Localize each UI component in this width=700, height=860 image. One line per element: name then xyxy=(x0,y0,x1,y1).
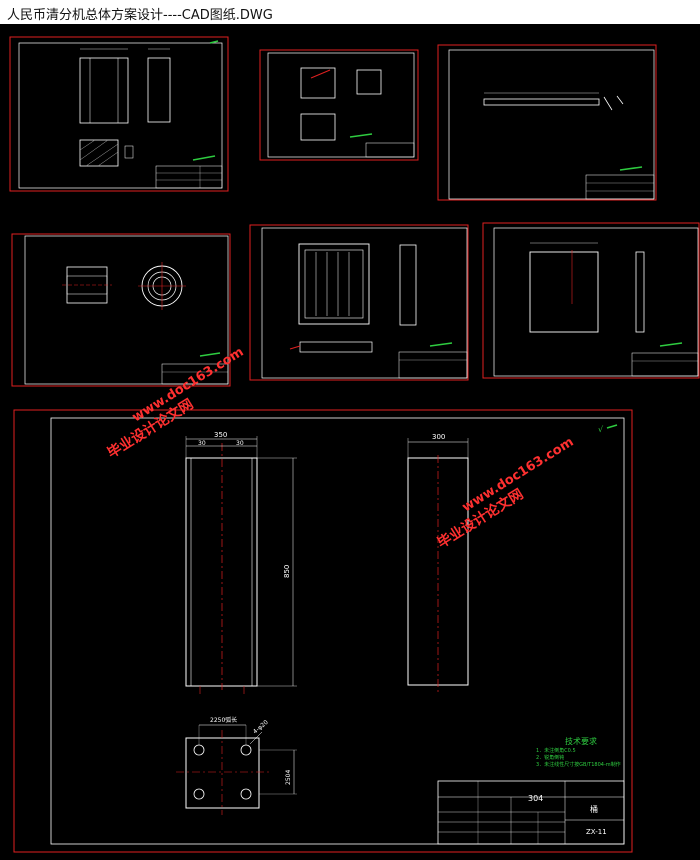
tech-req-item-2: 2．锐角倒钝 xyxy=(536,754,564,761)
cad-drawing-svg: 350 30 30 850 300 xyxy=(9,36,700,853)
title-drawing-no: ZX-11 xyxy=(586,828,607,836)
title-part-name: 桶 xyxy=(590,804,598,814)
plate-view: 2250弧长 4-φ20 2504 xyxy=(176,716,297,815)
sheet-4[interactable] xyxy=(11,233,231,387)
tech-requirements: 技术要求 1．未注倒角C0.5 2．锐角倒钝 3．未注线性尺寸按GB/T1804… xyxy=(536,736,621,768)
title-material: 304 xyxy=(528,794,543,803)
dim-side-width: 300 xyxy=(432,433,445,441)
window-title: 人民币清分机总体方案设计----CAD图纸.DWG xyxy=(7,8,273,23)
sheet-5[interactable] xyxy=(249,224,469,381)
tech-req-heading: 技术要求 xyxy=(565,736,597,746)
cad-canvas[interactable]: 350 30 30 850 300 xyxy=(0,24,700,860)
title-block: 304 桶 ZX-11 xyxy=(437,780,625,845)
dim-plate-height: 2504 xyxy=(285,770,292,785)
sheet-2[interactable] xyxy=(259,49,419,161)
dim-right-offset: 30 xyxy=(236,440,244,447)
dim-plate-slot: 2250弧长 xyxy=(210,716,237,724)
watermark-2: 毕业设计论文网 www.doc163.com xyxy=(434,435,576,552)
front-view: 350 30 30 850 xyxy=(185,431,297,694)
roughness-symbol: √ xyxy=(598,425,604,434)
side-view: 300 xyxy=(407,433,469,692)
watermark-1: 毕业设计论文网 www.doc163.com xyxy=(104,345,246,462)
dim-width-total: 350 xyxy=(214,431,227,439)
main-sheet[interactable]: 350 30 30 850 300 xyxy=(13,409,633,853)
dim-left-offset: 30 xyxy=(198,440,206,447)
tech-req-item-3: 3．未注线性尺寸按GB/T1804-m制作 xyxy=(536,761,621,768)
window-titlebar: 人民币清分机总体方案设计----CAD图纸.DWG xyxy=(0,0,700,25)
dim-height: 850 xyxy=(283,565,291,578)
sheet-3[interactable] xyxy=(437,44,657,201)
sheet-6[interactable] xyxy=(482,222,700,379)
sheet-1[interactable] xyxy=(9,36,229,192)
tech-req-item-1: 1．未注倒角C0.5 xyxy=(536,747,576,754)
